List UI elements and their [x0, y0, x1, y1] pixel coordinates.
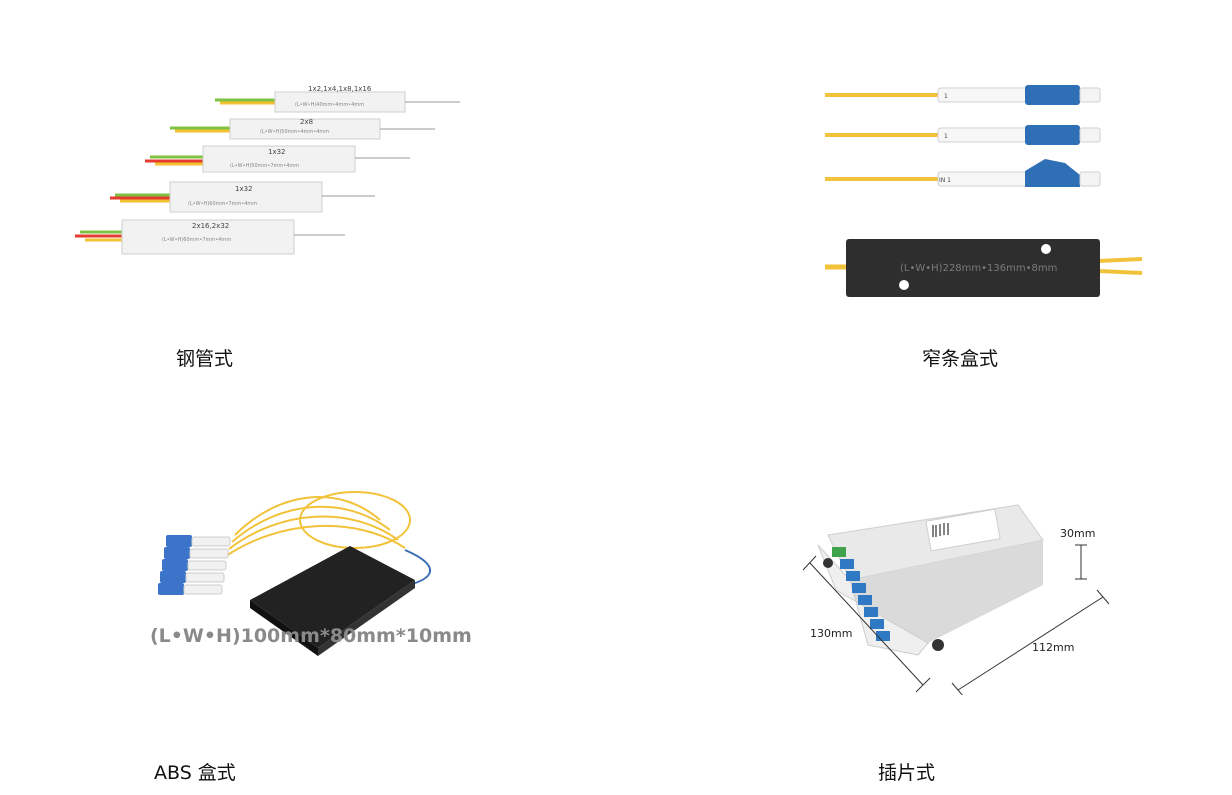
tube-2-dims: (L•W•H)50mm•4mm•4mm	[260, 129, 329, 135]
abs-box-dims: (L•W•H)100mm*80mm*10mm	[150, 625, 472, 647]
steel-tube-5: 2x16,2x32 (L•W•H)60mm•7mm•4mm	[75, 219, 345, 255]
abs-box-body	[250, 546, 415, 656]
cord-2-tag: 1	[944, 133, 948, 140]
lc-patch-cord-3: IN 1	[825, 159, 1101, 187]
abs-box-caption: ABS 盒式	[154, 762, 236, 784]
tube-4-title: 1x32	[235, 185, 253, 193]
cassette-splitter-image: 30mm 130mm 112mm	[802, 504, 1110, 695]
narrow-box-splitter-image: 1 1 IN 1 (L•W•H)228mm•136mm•8mm	[825, 85, 1143, 297]
abs-box-splitter-image: (L•W•H)100mm*80mm*10mm	[150, 491, 472, 656]
steel-tube-2: 2x8 (L•W•H)50mm•4mm•4mm	[170, 118, 435, 140]
tube-1-title: 1x2,1x4,1x8,1x16	[308, 85, 372, 93]
cassette-width: 112mm	[1032, 641, 1074, 654]
cassette-sc-adapters	[823, 547, 944, 651]
steel-tube-splitter-image: 1x2,1x4,1x8,1x16 (L•W•H)40mm•4mm•4mm 2x8…	[75, 85, 460, 255]
abs-lc-connectors	[158, 535, 231, 595]
abs-fiber-bundle	[225, 491, 411, 557]
steel-tube-4: 1x32 (L•W•H)60mm•7mm•4mm	[110, 181, 375, 213]
narrow-box-dims: (L•W•H)228mm•136mm•8mm	[900, 263, 1057, 274]
tube-1-dims: (L•W•H)40mm•4mm•4mm	[295, 102, 364, 108]
tube-2-title: 2x8	[300, 118, 313, 126]
lc-patch-cord-2: 1	[825, 125, 1101, 145]
tube-4-dims: (L•W•H)60mm•7mm•4mm	[188, 201, 257, 207]
cassette-dimension-lines	[802, 544, 1110, 695]
cord-3-tag: IN 1	[939, 177, 951, 184]
cassette-caption: 插片式	[878, 762, 936, 784]
cassette-depth: 130mm	[810, 627, 852, 640]
steel-tube-caption: 钢管式	[176, 348, 234, 370]
tube-3-title: 1x32	[268, 148, 286, 156]
lc-patch-cord-1: 1	[825, 85, 1101, 105]
tube-5-dims: (L•W•H)60mm•7mm•4mm	[162, 237, 231, 243]
cassette-height: 30mm	[1060, 527, 1095, 540]
cord-1-tag: 1	[944, 93, 948, 100]
steel-tube-3: 1x32 (L•W•H)50mm•7mm•4mm	[145, 145, 410, 173]
tube-5-title: 2x16,2x32	[192, 222, 229, 230]
narrow-box-body: (L•W•H)228mm•136mm•8mm	[825, 239, 1143, 297]
tube-3-dims: (L•W•H)50mm•7mm•4mm	[230, 163, 299, 169]
steel-tube-1: 1x2,1x4,1x8,1x16 (L•W•H)40mm•4mm•4mm	[215, 85, 460, 113]
narrow-box-caption: 窄条盒式	[922, 348, 999, 370]
